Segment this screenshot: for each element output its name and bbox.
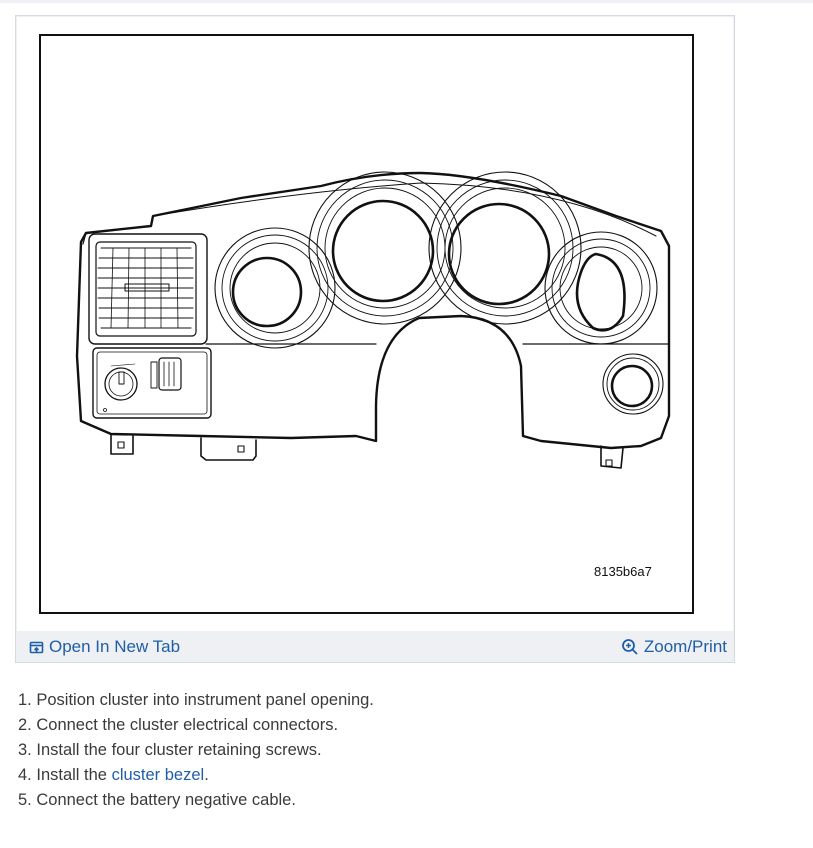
- zoom-in-icon: [621, 638, 639, 656]
- figure-reference-code: 8135b6a7: [594, 564, 652, 579]
- figure-card: 8135b6a7 Open In New Tab Zoom/P: [15, 15, 735, 663]
- zoom-print-link[interactable]: Zoom/Print: [621, 637, 727, 657]
- step-item: 2. Connect the cluster electrical connec…: [18, 713, 374, 738]
- cluster-bezel-link[interactable]: cluster bezel: [111, 766, 205, 784]
- step-number: 4.: [18, 766, 32, 784]
- step-text: Connect the cluster electrical connector…: [36, 716, 339, 734]
- open-in-new-tab-label: Open In New Tab: [49, 637, 181, 656]
- external-window-icon: [29, 640, 44, 655]
- instrument-cluster-diagram: 8135b6a7: [39, 34, 694, 614]
- step-text: Install the: [36, 766, 112, 784]
- step-number: 5.: [18, 791, 32, 809]
- step-number: 2.: [18, 716, 32, 734]
- step-item: 3. Install the four cluster retaining sc…: [18, 738, 374, 763]
- step-item: 4. Install the cluster bezel.: [18, 763, 374, 788]
- step-item: 5. Connect the battery negative cable.: [18, 788, 374, 813]
- step-text: Position cluster into instrument panel o…: [36, 691, 374, 709]
- open-in-new-tab-link[interactable]: Open In New Tab: [29, 637, 180, 657]
- step-text: Connect the battery negative cable.: [36, 791, 296, 809]
- top-divider: [0, 0, 813, 3]
- step-text: Install the four cluster retaining screw…: [36, 741, 322, 759]
- figure-toolbar: Open In New Tab Zoom/Print: [17, 632, 733, 662]
- step-item: 1. Position cluster into instrument pane…: [18, 688, 374, 713]
- step-text-suffix: .: [204, 766, 209, 784]
- cluster-bezel-illustration: [75, 171, 671, 469]
- step-number: 1.: [18, 691, 32, 709]
- procedure-steps: 1. Position cluster into instrument pane…: [18, 688, 374, 813]
- figure-image-area: 8135b6a7: [17, 17, 733, 631]
- step-number: 3.: [18, 741, 32, 759]
- zoom-print-label: Zoom/Print: [643, 637, 727, 656]
